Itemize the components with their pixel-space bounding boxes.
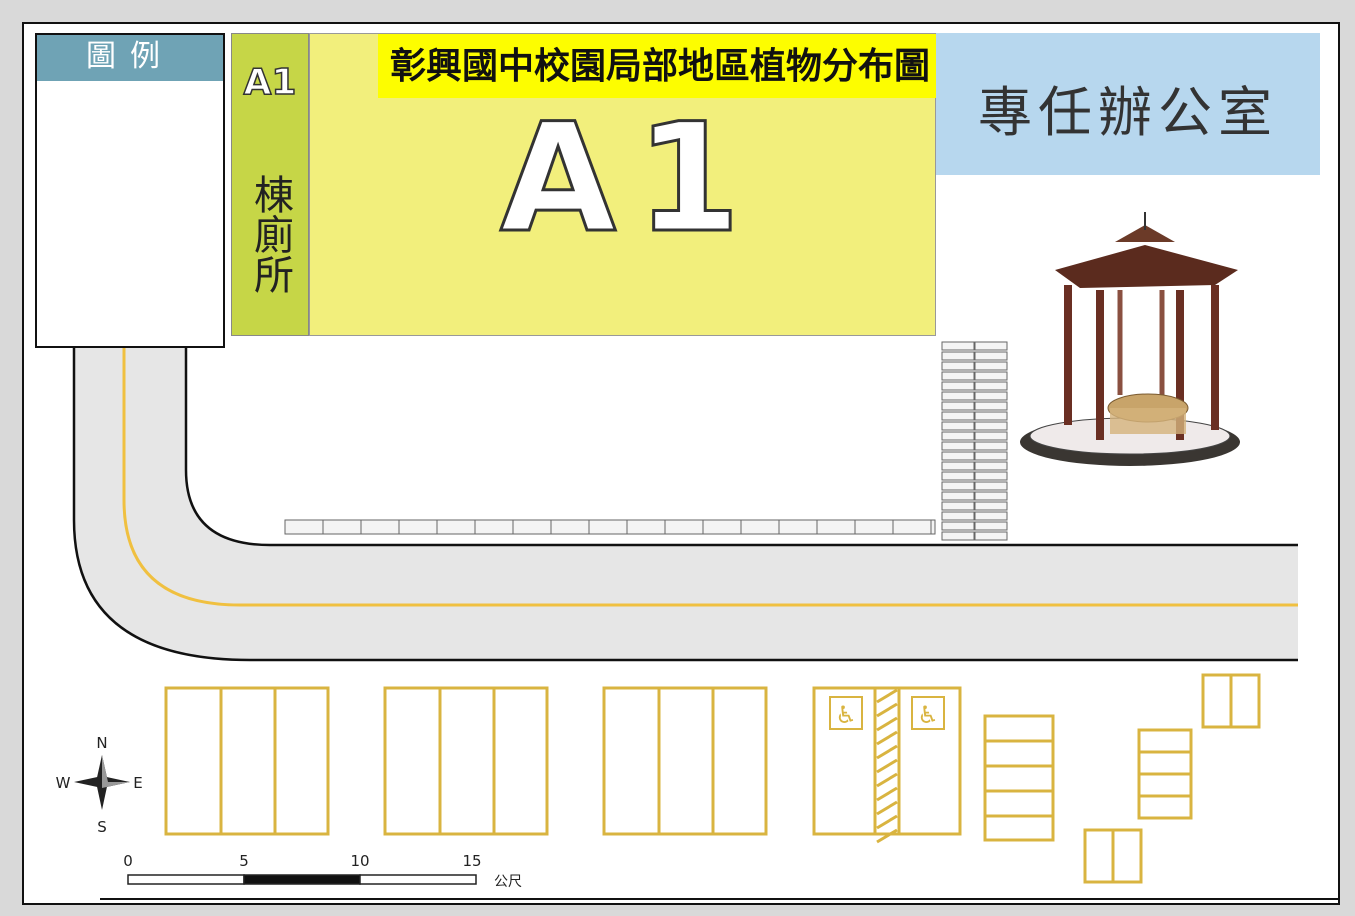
compass-n: N <box>96 734 107 752</box>
scale-tick-10: 10 <box>350 852 369 870</box>
stair-step <box>974 351 1008 361</box>
hatch-line <box>876 730 898 746</box>
stair-step <box>974 531 1008 541</box>
hatch-line <box>876 772 898 788</box>
stair-step <box>974 381 1008 391</box>
stair-step <box>974 391 1008 401</box>
stair-step <box>974 491 1008 501</box>
road-edge-inner <box>184 348 1298 547</box>
scale-unit: 公尺 <box>494 874 522 890</box>
toilet-building: A1 棟廁所 <box>231 33 309 336</box>
map-title: 彰興國中校園局部地區植物分布圖 <box>378 34 943 98</box>
stair-step <box>941 521 975 531</box>
compass-rose-icon: N S E W <box>56 734 143 836</box>
stair-step <box>974 431 1008 441</box>
stair-step <box>974 361 1008 371</box>
compass-w: W <box>56 774 71 792</box>
road-edge-outer <box>72 348 1298 662</box>
office-building: 專任辦公室 <box>936 33 1320 175</box>
stair-step <box>974 481 1008 491</box>
hatch-line <box>876 744 898 760</box>
stair-step <box>941 401 975 411</box>
stair-step <box>941 501 975 511</box>
stair-step <box>974 411 1008 421</box>
stair-step <box>941 531 975 541</box>
stair-step <box>974 521 1008 531</box>
scale-tick-0: 0 <box>123 852 133 870</box>
building-label: A1 <box>498 92 761 266</box>
walkway-steps <box>284 519 936 535</box>
legend-box: 圖例 <box>35 33 225 348</box>
stair-step <box>974 441 1008 451</box>
scale-tick-5: 5 <box>239 852 249 870</box>
compass-e: E <box>133 774 142 792</box>
scale-bar: 0 5 10 15 公尺 <box>123 852 522 890</box>
stair-step <box>941 461 975 471</box>
stair-step <box>941 381 975 391</box>
hatch-line <box>876 758 898 774</box>
hatch-line <box>876 716 898 732</box>
parking-lots <box>164 673 1261 884</box>
stair-step <box>941 451 975 461</box>
hatch-line <box>876 786 898 802</box>
stair-step <box>974 341 1008 351</box>
stair-step <box>941 351 975 361</box>
stair-step <box>974 371 1008 381</box>
stair-step <box>941 391 975 401</box>
toilet-code: A1 <box>243 61 297 104</box>
stair-step <box>974 451 1008 461</box>
stair-step <box>974 401 1008 411</box>
stair-step <box>941 491 975 501</box>
svg-text:♿: ♿ <box>835 701 857 729</box>
stair-step <box>974 461 1008 471</box>
stair-step <box>941 441 975 451</box>
accessible-parking-icon: ♿ ♿ <box>829 696 945 730</box>
pavilion <box>1020 212 1240 466</box>
hatch-line <box>876 828 898 844</box>
stair-step <box>941 431 975 441</box>
stair-step <box>941 481 975 491</box>
stair-step <box>974 511 1008 521</box>
stair-step <box>941 511 975 521</box>
hatch-line <box>876 688 898 704</box>
hatch-line <box>876 800 898 816</box>
stair-step <box>941 421 975 431</box>
scale-tick-15: 15 <box>462 852 481 870</box>
compass-s: S <box>97 818 107 836</box>
legend-title: 圖例 <box>37 35 223 81</box>
hatch-stripes <box>876 688 898 844</box>
stair-step <box>941 361 975 371</box>
stair-step <box>974 501 1008 511</box>
stairs-right <box>941 341 1008 541</box>
stair-step <box>941 371 975 381</box>
road-center-line <box>122 348 1298 607</box>
hatch-line <box>876 702 898 718</box>
svg-text:♿: ♿ <box>917 701 939 729</box>
stair-step <box>941 471 975 481</box>
stair-step <box>974 471 1008 481</box>
road <box>74 348 1298 660</box>
stair-step <box>974 421 1008 431</box>
stair-step <box>941 341 975 351</box>
hatch-line <box>876 814 898 830</box>
office-label: 專任辦公室 <box>978 81 1278 144</box>
toilet-name: 棟廁所 <box>247 174 293 294</box>
stair-step <box>941 411 975 421</box>
